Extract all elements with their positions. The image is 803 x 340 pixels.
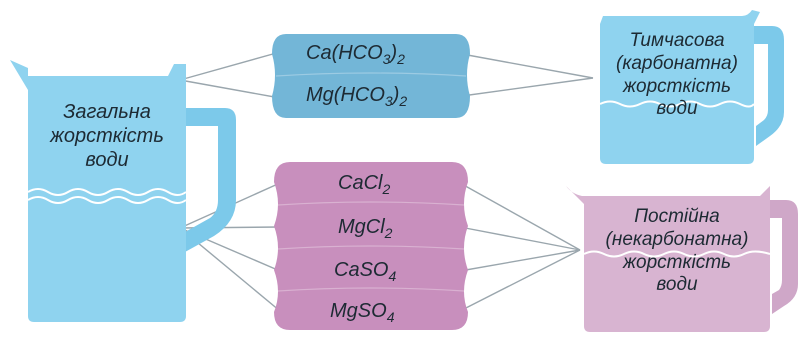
permanent-label-line2: (некарбонатна) [605,228,749,250]
formula-caso4: CaSO4 [334,259,396,284]
formula-subscript: 2 [384,225,393,241]
total-label-line1: Загальна [63,101,151,123]
line-caso4-to-permanent [459,249,581,272]
temporary-label-line4: води [656,98,698,120]
formula-subscript: 4 [386,309,395,325]
total-jug-body [10,60,186,322]
formula-subscript: 2 [397,51,405,67]
permanent-label-line1: Постійна [634,206,720,227]
total-hardness-label: Загальна жорсткість води [28,100,186,172]
temporary-jug-body [600,10,760,164]
formula-subscript: 3 [382,51,391,67]
permanent-jug-handle [767,200,798,314]
temporary-jug-wave [599,100,755,108]
formula-base: CaCl [338,172,383,194]
permanent-jug-body [566,186,770,332]
total-hardness-jug [10,60,236,322]
line-mg-bicarbonate-to-temporary [461,77,594,97]
permanent-label-line3: жорсткість [622,251,732,273]
formula-subscript: 2 [382,181,391,197]
line-total-to-mg-bicarbonate [179,79,281,99]
temporary-hardness-jug [599,10,784,164]
formula-ca-bicarbonate: Ca(HCO3)2 [306,42,405,67]
temporary-label-line3: жорсткість [622,75,732,97]
formula-mgso4: MgSO4 [330,300,394,325]
formula-subscript: 3 [384,93,393,109]
formula-bracket: ) [392,84,400,106]
line-total-to-ca-bicarbonate [179,51,281,81]
permanent-hardness-jug [566,186,798,332]
total-label-line3: води [85,149,129,171]
formula-subscript: 4 [388,268,397,284]
formula-base: CaSO [334,259,389,281]
permanent-divider-1 [277,201,465,206]
formula-mg-bicarbonate: Mg(HCO3)2 [306,84,407,109]
formula-base: MgCl [338,216,385,238]
temporary-salts-shape [272,34,470,118]
temporary-label-line1: Тимчасова [629,30,725,51]
formula-base: Mg(HCO [306,84,385,106]
temporary-hardness-label: Тимчасова (карбонатна) жорсткість води [600,30,754,121]
formula-subscript: 2 [399,93,408,109]
permanent-divider-3 [277,287,465,292]
temporary-label-line2: (карбонатна) [616,52,738,74]
formula-mgcl2: MgCl2 [338,216,392,241]
total-jug-wave-2 [27,196,187,204]
line-mgcl2-to-permanent [459,226,581,251]
line-cacl2-to-permanent [459,182,581,251]
line-ca-bicarbonate-to-temporary [461,53,594,79]
formula-bracket: ) [390,42,398,64]
formula-cacl2: CaCl2 [338,172,390,197]
line-mgso4-to-permanent [459,249,581,312]
total-jug-wave [27,188,187,196]
temporary-salts-box [272,34,470,118]
temporary-salts-divider [275,72,467,77]
permanent-jug-wave [583,250,771,258]
permanent-hardness-label: Постійна (некарбонатна) жорсткість води [584,206,770,297]
permanent-divider-2 [277,245,465,250]
formula-base: MgSO [330,300,387,322]
permanent-label-line4: води [656,274,698,296]
formula-base: Ca(HCO [306,42,383,64]
temporary-jug-handle [752,26,784,146]
total-label-line2: жорсткість [50,125,164,147]
permanent-salts-box [274,162,468,330]
total-jug-handle [185,108,236,252]
